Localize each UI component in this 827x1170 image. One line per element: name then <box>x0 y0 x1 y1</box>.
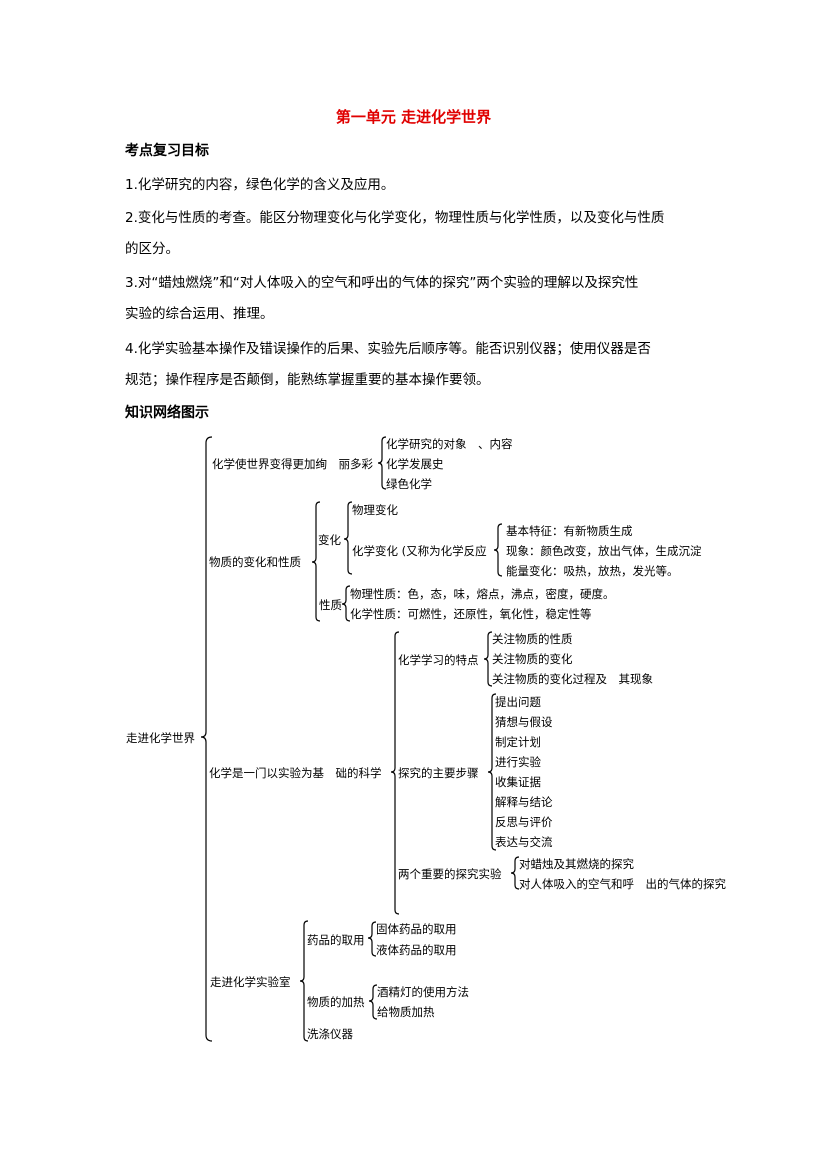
leaf: 进行实验 <box>495 755 541 769</box>
leaf: 对人体吸入的空气和呼 出的气体的探究 <box>519 877 726 891</box>
node-steps: 探究的主要步骤 <box>398 766 479 780</box>
review-item: 1.化学研究的内容，绿色化学的含义及应用。 <box>125 177 395 193</box>
review-item: 3.对“蜡烛燃烧”和“对人体吸入的空气和呼出的气体的探究”两个实验的理解以及探究… <box>125 275 639 291</box>
leaf: 制定计划 <box>495 735 541 749</box>
bracket-colorful <box>377 436 387 490</box>
leaf: 物理变化 <box>352 503 398 517</box>
leaf: 给物质加热 <box>377 1005 435 1019</box>
node-change: 物质的变化和性质 <box>209 555 301 569</box>
leaf: 收集证据 <box>495 775 541 789</box>
bracket-features <box>483 631 493 687</box>
leaf: 酒精灯的使用方法 <box>377 985 469 999</box>
leaf: 表达与交流 <box>495 835 553 849</box>
leaf: 关注物质的性质 <box>492 632 573 646</box>
bracket-chem <box>493 523 503 577</box>
leaf: 关注物质的变化 <box>492 652 573 666</box>
node-heat: 物质的加热 <box>307 995 365 1009</box>
network-root: 走进化学世界 <box>126 731 195 745</box>
bracket-lab <box>299 920 309 1042</box>
network-heading: 知识网络图示 <box>125 405 209 421</box>
leaf: 能量变化：吸热，放热，发光等。 <box>506 564 679 578</box>
leaf: 化学发展史 <box>386 457 444 471</box>
bracket-drugs <box>367 921 377 957</box>
leaf: 解释与结论 <box>495 795 553 809</box>
leaf: 猜想与假设 <box>495 715 553 729</box>
review-item: 2.变化与性质的考查。能区分物理变化与化学变化，物理性质与化学性质，以及变化与性… <box>125 210 665 226</box>
leaf: 关注物质的变化过程及 其现象 <box>492 672 653 686</box>
leaf: 现象：颜色改变，放出气体，生成沉淀 <box>506 544 702 558</box>
bracket-heat <box>368 984 378 1020</box>
node-bianhua: 变化 <box>318 533 341 547</box>
review-item: 的区分。 <box>125 241 179 257</box>
node-drugs: 药品的取用 <box>307 933 365 947</box>
node-wash: 洗涤仪器 <box>307 1027 353 1041</box>
bracket-xingzhi <box>341 585 351 622</box>
review-heading: 考点复习目标 <box>125 143 209 159</box>
leaf: 基本特征：有新物质生成 <box>506 524 633 538</box>
leaf: 液体药品的取用 <box>376 943 457 957</box>
bracket-bianhua <box>343 501 353 575</box>
leaf: 固体药品的取用 <box>376 922 457 936</box>
node-experiments: 两个重要的探究实验 <box>398 867 502 881</box>
bracket-exp <box>510 856 520 890</box>
leaf: 化学性质：可燃性，还原性，氧化性，稳定性等 <box>350 607 592 621</box>
review-item: 规范；操作程序是否颠倒，能熟练掌握重要的基本操作要领。 <box>125 372 490 388</box>
bracket-change <box>311 501 321 622</box>
page-title: 第一单元 走进化学世界 <box>335 108 492 126</box>
node-lab: 走进化学实验室 <box>210 975 291 989</box>
leaf: 反思与评价 <box>495 815 553 829</box>
node-chemical-change: 化学变化 (又称为化学反应 <box>352 544 487 558</box>
bracket-root <box>200 436 213 1042</box>
node-colorful: 化学使世界变得更加绚 丽多彩 <box>212 457 373 471</box>
review-item: 实验的综合运用、推理。 <box>125 306 274 322</box>
leaf: 提出问题 <box>495 695 541 709</box>
review-item: 4.化学实验基本操作及错误操作的后果、实验先后顺序等。能否识别仪器；使用仪器是否 <box>125 341 651 357</box>
bracket-steps <box>487 693 497 851</box>
node-science: 化学是一门以实验为基 础的科学 <box>209 766 382 780</box>
bracket-science <box>390 631 400 915</box>
leaf: 化学研究的对象 、内容 <box>386 437 513 451</box>
node-features: 化学学习的特点 <box>398 653 479 667</box>
node-xingzhi: 性质 <box>319 598 342 612</box>
leaf: 对蜡烛及其燃烧的探究 <box>519 857 634 871</box>
leaf: 物理性质：色，态，味，熔点，沸点，密度，硬度。 <box>350 587 615 601</box>
leaf: 绿色化学 <box>386 477 432 491</box>
